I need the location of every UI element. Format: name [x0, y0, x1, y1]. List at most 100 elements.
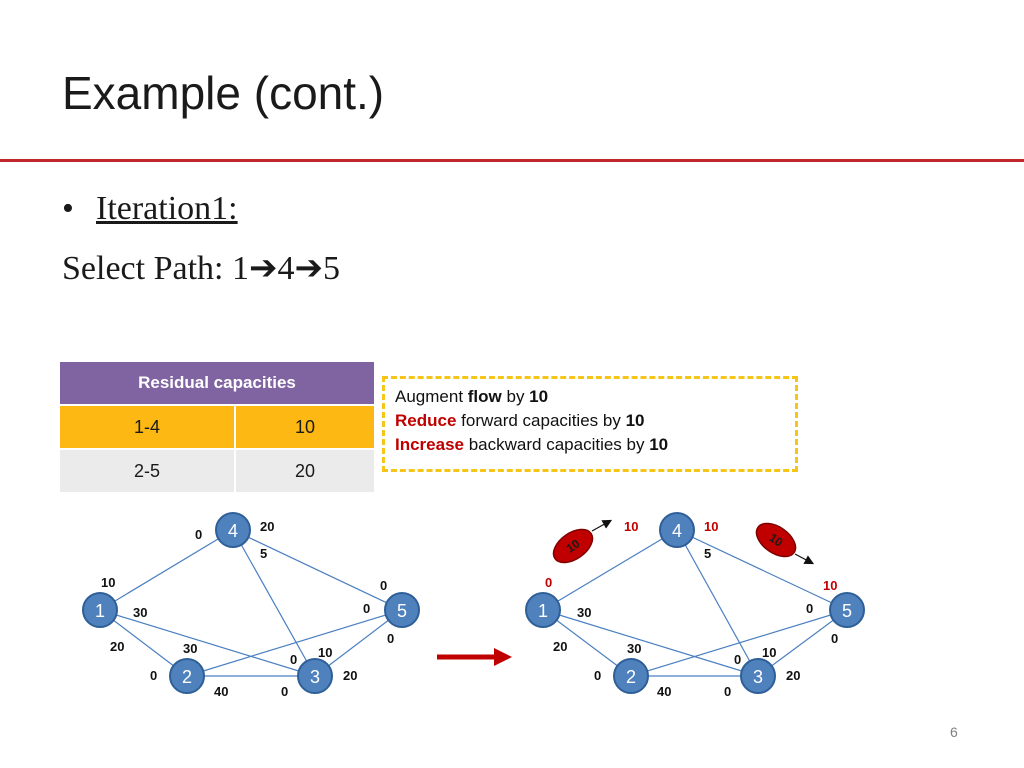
edge-3-5: [314, 609, 403, 677]
svg-text:4: 4: [228, 521, 238, 541]
capacity-label: 10: [101, 575, 115, 590]
select-path-text: Select Path: 1➔4➔5: [62, 250, 340, 287]
flow-bubble-1-4: 10: [552, 519, 613, 564]
capacity-label: 0: [806, 601, 813, 616]
node-2: 2: [169, 658, 205, 694]
node-3: 3: [297, 658, 333, 694]
capacity-label: 10: [762, 645, 776, 660]
capacity-label: 20: [553, 639, 567, 654]
graph-left-edges: [99, 529, 403, 677]
flow-bubble-4-5: 10: [755, 522, 815, 565]
note-text: by: [501, 387, 530, 406]
svg-text:5: 5: [842, 601, 852, 621]
svg-text:2: 2: [626, 667, 636, 687]
capacity-label: 20: [786, 668, 800, 683]
graph-right: 10 10 1 2 3 4 5 10 10 5 0 10 0 30 0 20 3…: [525, 512, 865, 699]
capacity-label: 0: [290, 652, 297, 667]
table-row: 2-5 20: [60, 448, 374, 492]
note-bold: flow: [467, 387, 502, 406]
graph-left: 1 2 3 4 5 0 20 5 10 0 0 30 0 20 30 0 10 …: [82, 512, 420, 699]
edge-4-5: [676, 529, 848, 611]
capacity-label: 20: [110, 639, 124, 654]
capacity-label: 5: [704, 546, 711, 561]
capacity-label: 0: [831, 631, 838, 646]
note-value: 10: [649, 435, 669, 454]
title-divider: [0, 159, 1024, 162]
table-cell-value: 10: [234, 404, 374, 449]
svg-text:1: 1: [538, 601, 548, 621]
residual-capacities-table: Residual capacities 1-4 10 2-5 20: [60, 362, 374, 492]
capacity-label: 0: [195, 527, 202, 542]
capacity-label: 0: [380, 578, 387, 593]
capacity-label: 40: [214, 684, 228, 699]
edge-1-3: [99, 609, 316, 677]
capacity-label: 30: [183, 641, 197, 656]
edge-4-5: [232, 529, 403, 611]
node-1: 1: [82, 592, 118, 628]
edge-1-4: [99, 529, 234, 611]
capacity-label: 5: [260, 546, 267, 561]
svg-text:3: 3: [310, 667, 320, 687]
iteration-bullet: • Iteration1:: [62, 190, 238, 228]
node-5: 5: [384, 592, 420, 628]
augment-note-box: Augment flow by 10 Reduce forward capaci…: [382, 376, 798, 472]
edge-3-5: [757, 609, 848, 677]
capacity-label: 10: [624, 519, 638, 534]
capacity-label: 0: [594, 668, 601, 683]
capacity-label: 0: [724, 684, 731, 699]
capacity-label: 10: [823, 578, 837, 593]
capacity-label: 0: [150, 668, 157, 683]
edge-4-3: [232, 529, 316, 677]
bullet-icon: •: [62, 190, 74, 227]
note-value: 10: [625, 411, 645, 430]
svg-text:4: 4: [672, 521, 682, 541]
note-text: forward capacities by: [456, 411, 626, 430]
capacity-label: 40: [657, 684, 671, 699]
note-line-reduce: Reduce forward capacities by 10: [395, 409, 785, 433]
table-header: Residual capacities: [60, 362, 374, 405]
table-cell-value: 20: [234, 448, 374, 492]
table-cell-edge: 2-5: [60, 448, 236, 492]
transition-arrow-icon: [437, 648, 512, 666]
capacity-label: 10: [704, 519, 718, 534]
capacity-label: 30: [577, 605, 591, 620]
note-line-augment: Augment flow by 10: [395, 385, 785, 409]
capacity-label: 10: [318, 645, 332, 660]
capacity-label: 0: [387, 631, 394, 646]
edge-1-4: [542, 529, 678, 611]
edge-2-5: [186, 609, 403, 677]
slide-title: Example (cont.): [62, 67, 385, 119]
capacity-label: 0: [281, 684, 288, 699]
svg-text:1: 1: [95, 601, 105, 621]
iteration-label: Iteration1:: [96, 190, 238, 227]
node-5: 5: [829, 592, 865, 628]
table-row: 1-4 10: [60, 404, 374, 449]
capacity-label: 0: [363, 601, 370, 616]
svg-text:3: 3: [753, 667, 763, 687]
node-1: 1: [525, 592, 561, 628]
node-2: 2: [613, 658, 649, 694]
note-text: backward capacities by: [464, 435, 650, 454]
edge-2-5: [630, 609, 848, 677]
note-line-increase: Increase backward capacities by 10: [395, 433, 785, 457]
table-cell-edge: 1-4: [60, 404, 236, 449]
edge-1-2: [99, 609, 188, 677]
node-4: 4: [215, 512, 251, 548]
note-value: 10: [529, 387, 549, 406]
edge-1-3: [542, 609, 759, 677]
svg-text:5: 5: [397, 601, 407, 621]
edge-1-2: [542, 609, 632, 677]
node-3: 3: [740, 658, 776, 694]
note-red-word: Increase: [395, 435, 464, 454]
capacity-label: 0: [734, 652, 741, 667]
svg-text:2: 2: [182, 667, 192, 687]
page-number: 6: [950, 724, 958, 740]
edge-4-3: [676, 529, 759, 677]
node-4: 4: [659, 512, 695, 548]
capacity-label: 20: [343, 668, 357, 683]
capacity-label: 30: [627, 641, 641, 656]
capacity-label: 30: [133, 605, 147, 620]
capacity-label: 0: [545, 575, 552, 590]
capacity-label: 20: [260, 519, 274, 534]
